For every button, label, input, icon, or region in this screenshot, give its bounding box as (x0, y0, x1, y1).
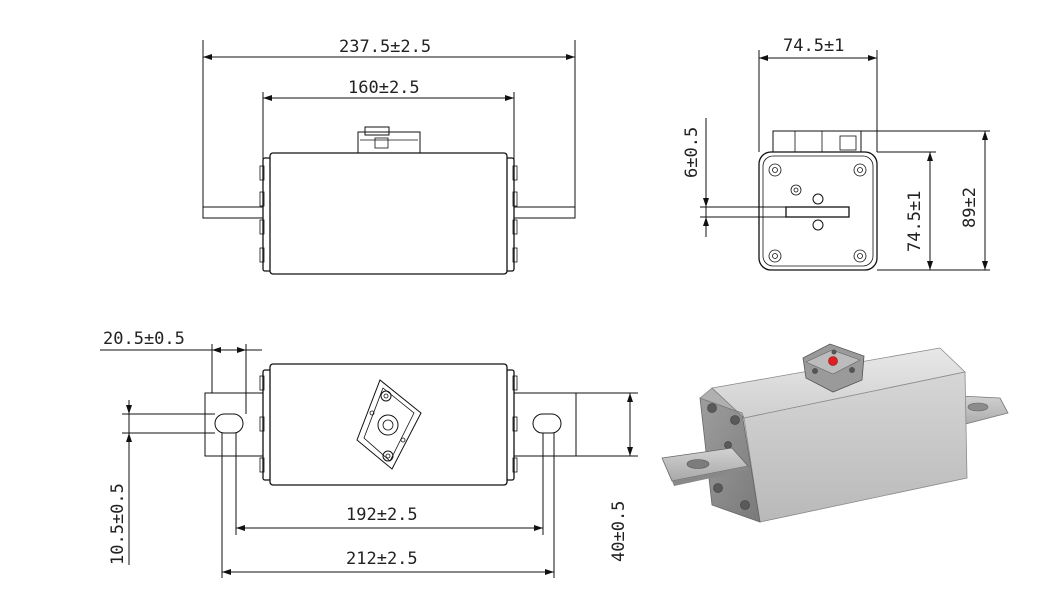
bottom-right-tab (507, 392, 577, 457)
dim-body-length: 160±2.5 (348, 78, 420, 98)
bottom-right-slot (532, 413, 562, 434)
dim-side-width: 74.5±1 (783, 36, 844, 56)
side-view: 74.5±1 6±0.5 74.5±1 89±2 (682, 36, 990, 271)
dim-blade-offset: 6±0.5 (682, 127, 702, 178)
dim-hole-distance: 192±2.5 (346, 505, 418, 525)
dim-slot-width: 10.5±0.5 (108, 483, 128, 565)
bottom-view-indicator (356, 379, 422, 470)
bottom-left-slot (214, 413, 244, 434)
dim-side-body-height: 74.5±1 (905, 191, 925, 252)
isometric-render (661, 343, 1009, 523)
bottom-view-body (269, 363, 508, 486)
bottom-view: 20.5±0.5 10.5±0.5 192±2.5 212±2.5 40±0.5 (100, 329, 638, 578)
dim-overall-length: 237.5±2.5 (339, 37, 431, 57)
dim-bottom-overall-length: 212±2.5 (346, 549, 418, 569)
top-view-body (269, 152, 508, 275)
dim-tab-width: 20.5±0.5 (103, 329, 185, 349)
dim-side-total-height: 89±2 (960, 187, 980, 228)
top-view-indicator (357, 126, 421, 154)
dim-blade-width: 40±0.5 (609, 501, 629, 562)
iso-indicator (802, 343, 865, 393)
top-view: 237.5±2.5 160±2.5 (202, 37, 576, 275)
side-view-indicator (772, 130, 862, 155)
